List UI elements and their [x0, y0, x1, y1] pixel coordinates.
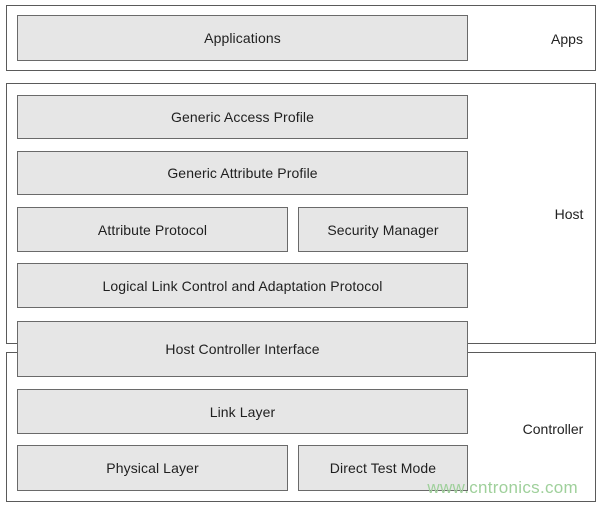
- attribute-protocol-block: Attribute Protocol: [17, 207, 288, 252]
- l2cap-block: Logical Link Control and Adaptation Prot…: [17, 263, 468, 308]
- host-group-label: Host: [554, 206, 584, 222]
- generic-access-profile-block: Generic Access Profile: [17, 95, 468, 139]
- host-controller-interface-block: Host Controller Interface: [17, 321, 468, 377]
- applications-block: Applications: [17, 15, 468, 61]
- controller-group-label: Controller: [522, 421, 584, 437]
- generic-attribute-profile-block: Generic Attribute Profile: [17, 151, 468, 195]
- link-layer-block: Link Layer: [17, 389, 468, 434]
- watermark: www.cntronics.com: [427, 478, 578, 497]
- security-manager-block: Security Manager: [298, 207, 468, 252]
- physical-layer-block: Physical Layer: [17, 445, 288, 491]
- apps-group-label: Apps: [551, 31, 583, 47]
- direct-test-mode-block: Direct Test Mode: [298, 445, 468, 491]
